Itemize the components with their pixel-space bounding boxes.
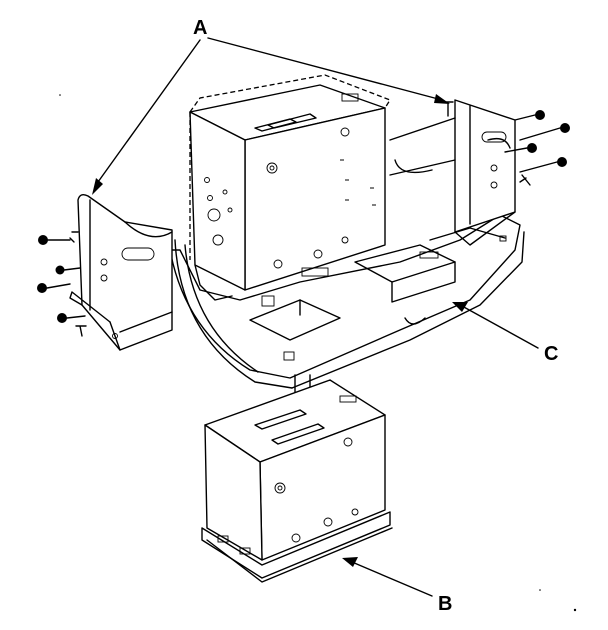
callout-a: A (193, 17, 207, 39)
callout-b: B (438, 593, 452, 615)
callout-c: C (544, 343, 558, 365)
main-unit-body (189, 74, 391, 301)
left-bracket (69, 193, 173, 351)
mounting-tray (169, 214, 525, 389)
scan-specks (59, 94, 577, 612)
removed-unit (201, 379, 393, 583)
leader-lines (92, 37, 539, 597)
right-bracket (389, 99, 516, 246)
left-screws (37, 231, 87, 337)
